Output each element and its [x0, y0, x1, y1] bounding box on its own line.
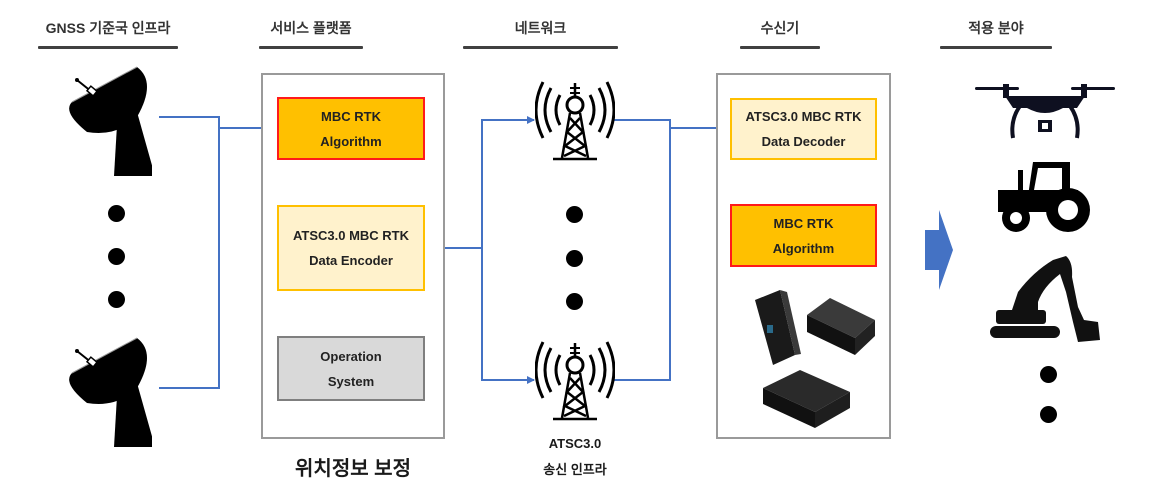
- decoder-label-line1: ATSC3.0 MBC RTK: [745, 109, 862, 124]
- operation-system-box: Operation System: [277, 336, 425, 401]
- broadcast-tower-icon: [534, 80, 616, 167]
- satellite-dish-icon: [62, 333, 155, 453]
- header-network: 네트워크: [514, 20, 567, 36]
- more-dot: [108, 248, 125, 265]
- algorithm-label-line1: MBC RTK: [321, 108, 381, 124]
- broadcast-tower-icon: [534, 340, 616, 427]
- header-receiver-underline: [740, 46, 820, 49]
- data-encoder-box: ATSC3.0 MBC RTK Data Encoder: [277, 205, 425, 291]
- header-gnss: GNSS 기준국 인프라: [45, 20, 171, 36]
- more-dot: [566, 206, 583, 223]
- header-application-underline: [940, 46, 1052, 49]
- more-dot: [1040, 366, 1057, 383]
- platform-caption: 위치정보 보정: [295, 458, 411, 480]
- wire-gnss-top: [159, 116, 220, 389]
- receiver-devices-image: [745, 280, 885, 435]
- satellite-dish-icon: [62, 62, 155, 182]
- header-network-underline: [463, 46, 618, 49]
- encoder-label-line2: Data Encoder: [309, 253, 393, 268]
- encoder-label-line1: ATSC3.0 MBC RTK: [292, 228, 410, 243]
- header-gnss-underline: [38, 46, 178, 49]
- excavator-icon: [988, 252, 1103, 357]
- receiver-device-module: [763, 370, 850, 428]
- os-label-line2: System: [327, 373, 375, 389]
- header-platform: 서비스 플랫폼: [270, 20, 352, 36]
- more-dot: [108, 291, 125, 308]
- data-decoder-box: ATSC3.0 MBC RTK Data Decoder: [730, 98, 877, 160]
- algorithm-label-line1: MBC RTK: [773, 215, 834, 231]
- right-arrow-icon: [925, 210, 955, 295]
- network-caption-line2: 송신 인프라: [543, 462, 607, 477]
- header-application: 적용 분야: [968, 20, 1024, 36]
- algorithm-label-line2: Algorithm: [320, 133, 382, 149]
- network-caption-line1: ATSC3.0: [548, 436, 602, 451]
- more-dot: [108, 205, 125, 222]
- wire-towers-to-receiver: [613, 119, 671, 381]
- receiver-device-handheld: [755, 290, 801, 365]
- wire-encoder-to-towers: [425, 116, 535, 249]
- header-platform-underline: [259, 46, 363, 49]
- more-dot: [566, 293, 583, 310]
- more-dot: [1040, 406, 1057, 423]
- drone-icon: [975, 80, 1115, 145]
- receiver-device-box: [807, 298, 875, 355]
- more-dot: [566, 250, 583, 267]
- header-receiver: 수신기: [760, 20, 800, 36]
- wire-encoder-to-tower-bottom: [481, 248, 535, 384]
- algorithm-label-line2: Algorithm: [772, 240, 835, 256]
- platform-algorithm-box: MBC RTK Algorithm: [277, 97, 425, 160]
- os-label-line1: Operation: [320, 348, 382, 364]
- tractor-icon: [998, 160, 1093, 240]
- receiver-algorithm-box: MBC RTK Algorithm: [730, 204, 877, 267]
- decoder-label-line2: Data Decoder: [761, 134, 846, 149]
